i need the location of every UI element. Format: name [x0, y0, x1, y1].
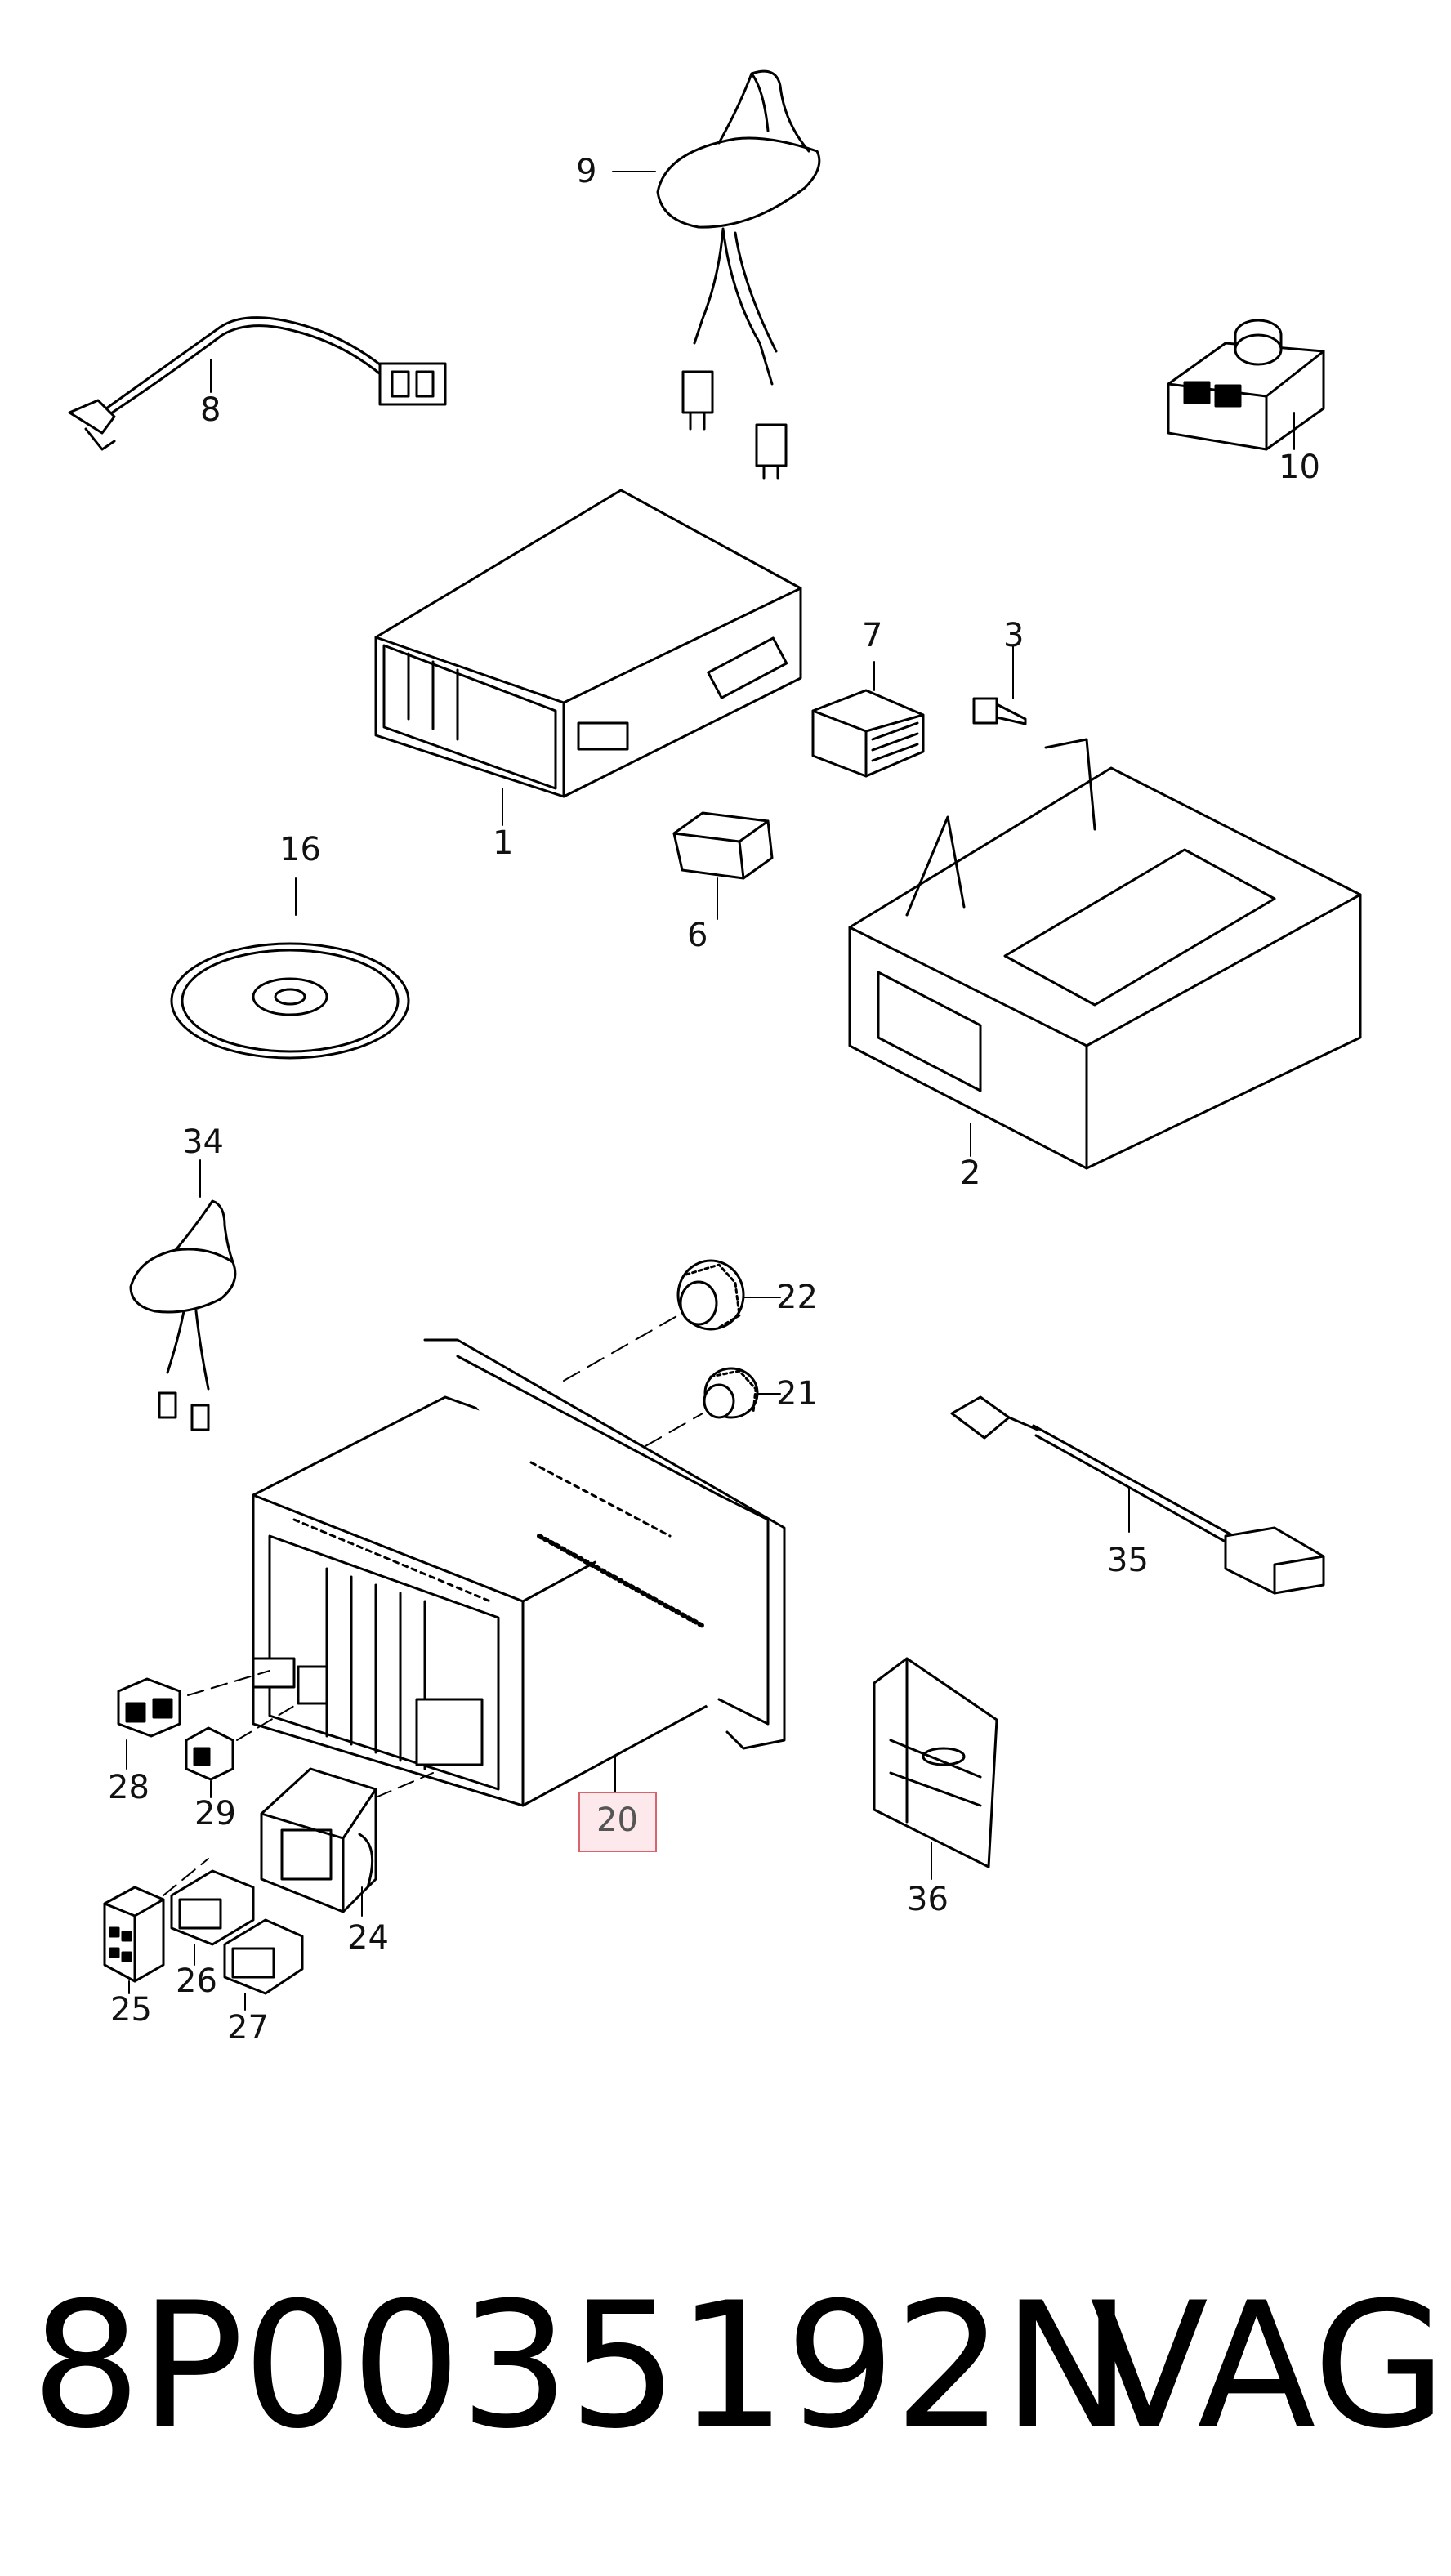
callout-7[interactable]: 7 — [862, 617, 883, 654]
connector-part-25 — [103, 1886, 165, 1994]
mounting-frame-part-2 — [848, 738, 1362, 1170]
callout-16[interactable]: 16 — [279, 831, 321, 868]
connector-part-6 — [672, 811, 774, 920]
callout-20[interactable]: 20 — [596, 1801, 638, 1839]
connector-part-28 — [117, 1670, 270, 1770]
callout-10[interactable]: 10 — [1279, 449, 1320, 486]
callout-27[interactable]: 27 — [227, 2009, 269, 2047]
callout-3[interactable]: 3 — [1003, 617, 1025, 654]
connector-part-26 — [163, 1858, 255, 1966]
switch-module-part-10 — [1167, 319, 1325, 451]
cable-part-8 — [68, 316, 447, 451]
roof-antenna-part-9 — [612, 69, 821, 480]
callout-28[interactable]: 28 — [108, 1769, 150, 1806]
disc-part-16 — [170, 877, 410, 1060]
highlighted-callout-box — [578, 1792, 657, 1852]
connector-part-27 — [223, 1918, 304, 2011]
knob-part-22 — [563, 1259, 781, 1382]
callout-1[interactable]: 1 — [493, 824, 514, 862]
callout-6[interactable]: 6 — [687, 917, 708, 954]
callout-2[interactable]: 2 — [960, 1154, 981, 1192]
callout-9[interactable]: 9 — [576, 153, 597, 190]
callout-21[interactable]: 21 — [776, 1375, 818, 1413]
callout-36[interactable]: 36 — [907, 1881, 949, 1918]
card-part-36 — [873, 1657, 998, 1880]
callout-26[interactable]: 26 — [176, 1962, 217, 2000]
screw-part-3 — [972, 645, 1027, 725]
callout-22[interactable]: 22 — [776, 1279, 818, 1316]
connector-housing-part-24 — [260, 1767, 434, 1917]
callout-25[interactable]: 25 — [110, 1991, 152, 2029]
brand-label: VAG — [1090, 2265, 1448, 2467]
connector-part-29 — [185, 1703, 299, 1798]
head-unit-part-20 — [252, 1338, 786, 1807]
callout-29[interactable]: 29 — [194, 1795, 236, 1833]
nav-unit-part-1 — [374, 489, 802, 826]
callout-35[interactable]: 35 — [1107, 1542, 1149, 1579]
callout-8[interactable]: 8 — [200, 391, 221, 429]
callout-34[interactable]: 34 — [182, 1123, 224, 1161]
cable-part-35 — [950, 1395, 1325, 1595]
callout-24[interactable]: 24 — [347, 1919, 389, 1957]
knob-part-21 — [645, 1367, 781, 1447]
antenna-part-34 — [129, 1159, 237, 1431]
connector-part-7 — [811, 661, 925, 778]
part-number: 8P0035192N — [31, 2265, 1132, 2467]
